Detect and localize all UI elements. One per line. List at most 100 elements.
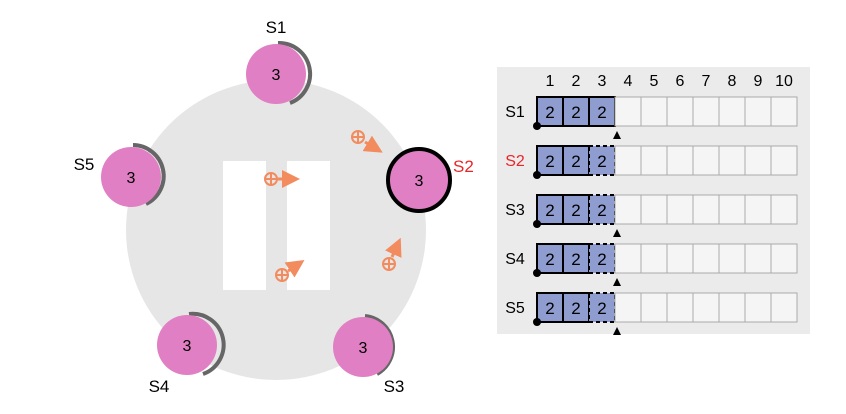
- log-entry: [588, 292, 616, 323]
- log-row-label: S2: [505, 153, 525, 170]
- log-entry-term: 2: [597, 152, 606, 171]
- log-entry-term: 2: [597, 103, 606, 122]
- message-4: [382, 237, 402, 271]
- log-empty-slot: [692, 243, 720, 274]
- log-entry-term: 2: [571, 152, 580, 171]
- log-empty-slot: [744, 292, 772, 323]
- log-row-label: S4: [505, 251, 525, 268]
- log-empty-slot: [666, 145, 694, 176]
- log-empty-slot: [718, 96, 746, 127]
- server-node-s4[interactable]: 3 S4: [149, 311, 226, 396]
- log-entry-term: 2: [597, 201, 606, 220]
- pause-bar-right: [287, 161, 330, 290]
- server-circle: [246, 44, 306, 104]
- ring-background: [126, 80, 426, 380]
- log-entry-term: 2: [597, 299, 606, 318]
- log-empty-slot: [770, 145, 798, 176]
- server-node-s1[interactable]: 3 S1: [246, 18, 313, 105]
- log-index-label: 8: [728, 73, 737, 90]
- commit-index-marker: [533, 269, 541, 277]
- log-empty-slot: [770, 96, 798, 127]
- log-empty-slot: [744, 194, 772, 225]
- log-entry-term: 2: [545, 103, 554, 122]
- log-empty-slot: [614, 96, 642, 127]
- log-empty-slot: [692, 96, 720, 127]
- log-empty-slot: [744, 145, 772, 176]
- log-empty-slot: [770, 194, 798, 225]
- log-entry: [588, 96, 616, 127]
- next-index-arrow: [613, 278, 621, 286]
- log-entry-term: 2: [571, 250, 580, 269]
- server-term: 3: [415, 173, 424, 190]
- log-empty-slot: [614, 145, 642, 176]
- log-empty-slot: [718, 243, 746, 274]
- server-node-s5[interactable]: 3 S5: [74, 143, 166, 207]
- election-timer-arc: [188, 311, 226, 376]
- log-index-label: 3: [598, 73, 607, 90]
- log-empty-slot: [718, 292, 746, 323]
- log-row-label: S1: [505, 104, 525, 121]
- server-label: S2: [453, 157, 474, 176]
- log-empty-slot: [666, 96, 694, 127]
- server-node-s3[interactable]: 3 S3: [333, 314, 404, 396]
- commit-index-marker: [533, 220, 541, 228]
- log-empty-slot: [614, 194, 642, 225]
- log-index-label: 4: [624, 73, 633, 90]
- log-empty-slot: [692, 194, 720, 225]
- log-index-label: 9: [754, 73, 763, 90]
- message-3: [275, 260, 305, 282]
- server-label: S1: [266, 18, 287, 37]
- log-empty-slot: [666, 292, 694, 323]
- log-entry-term: 2: [545, 250, 554, 269]
- log-empty-slot: [770, 292, 798, 323]
- server-term: 3: [359, 340, 368, 357]
- log-entry: [562, 243, 590, 274]
- log-empty-slot: [666, 194, 694, 225]
- log-entry-term: 2: [597, 250, 606, 269]
- log-index-label: 7: [702, 73, 711, 90]
- commit-index-marker: [533, 122, 541, 130]
- server-label: S5: [74, 155, 95, 174]
- server-term: 3: [272, 67, 281, 84]
- log-empty-slot: [666, 243, 694, 274]
- log-entry-term: 2: [571, 299, 580, 318]
- log-row-label: S3: [505, 202, 525, 219]
- election-timer-arc: [277, 40, 313, 105]
- log-empty-slot: [692, 145, 720, 176]
- log-empty-slot: [640, 243, 668, 274]
- commit-index-marker: [533, 318, 541, 326]
- log-entry-term: 2: [545, 152, 554, 171]
- log-empty-slot: [640, 292, 668, 323]
- log-entry-term: 2: [571, 103, 580, 122]
- next-index-arrow: [613, 229, 621, 237]
- server-term: 3: [183, 338, 192, 355]
- log-entry: [588, 243, 616, 274]
- server-node-s2[interactable]: 3 S2: [386, 147, 474, 213]
- server-circle: [386, 147, 452, 213]
- log-entry: [588, 145, 616, 176]
- log-empty-slot: [718, 145, 746, 176]
- log-index-label: 6: [676, 73, 685, 90]
- log-empty-slot: [614, 292, 642, 323]
- log-index-label: 1: [546, 73, 555, 90]
- log-empty-slot: [718, 194, 746, 225]
- log-empty-slot: [640, 145, 668, 176]
- log-entry: [562, 145, 590, 176]
- log-entry-term: 2: [571, 201, 580, 220]
- server-circle: [101, 147, 161, 207]
- log-empty-slot: [614, 243, 642, 274]
- server-circle: [333, 317, 393, 377]
- log-empty-slot: [770, 243, 798, 274]
- server-term: 3: [127, 170, 136, 187]
- log-index-label: 2: [572, 73, 581, 90]
- pause-bar-left: [223, 161, 266, 290]
- log-entry-term: 2: [545, 201, 554, 220]
- message-2: [264, 170, 300, 188]
- log-row-label: S5: [505, 300, 525, 317]
